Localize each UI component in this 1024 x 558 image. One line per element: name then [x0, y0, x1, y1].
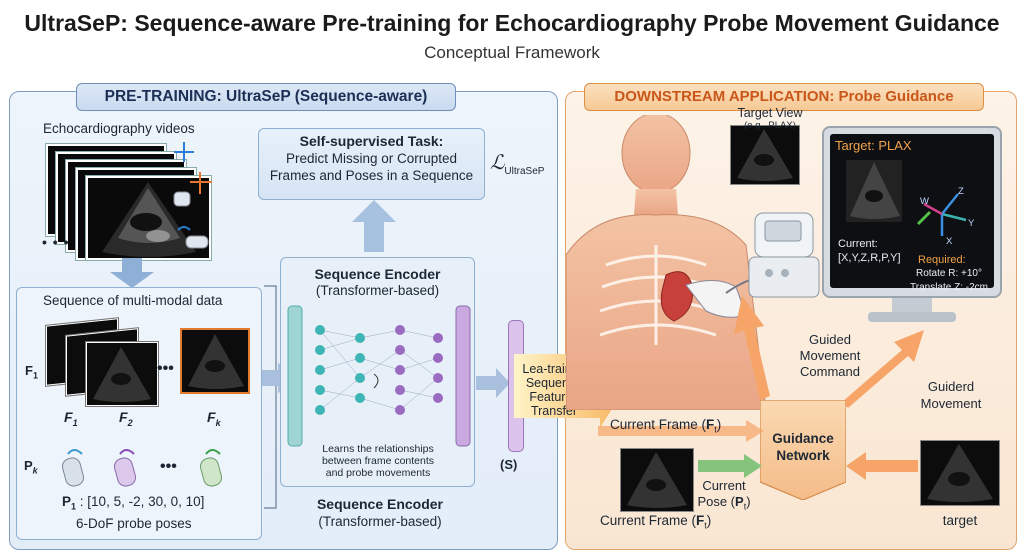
- encoder-title: Sequence Encoder: [314, 266, 441, 282]
- encoder-output-arrow-icon: [476, 368, 510, 398]
- axis-y: Y: [968, 218, 975, 229]
- frames-dots: •••: [157, 360, 174, 377]
- pose-side-label: Pk: [24, 458, 38, 476]
- current-pose-label: Current Pose (Pt): [697, 478, 751, 512]
- guidance-arrows-icon: [734, 296, 924, 408]
- downstream-header: DOWNSTREAM APPLICATION: Probe Guidance: [584, 83, 984, 111]
- axes-icon: [916, 193, 967, 236]
- poses-dots: •••: [160, 458, 177, 475]
- down-arrow-icon: [110, 258, 154, 288]
- frame-side-label: F1: [25, 363, 38, 381]
- monitor-current-label: Current:: [838, 238, 878, 250]
- loss-label: ℒUltraSeP: [490, 150, 545, 177]
- frame-label-2: F2: [119, 409, 133, 428]
- up-arrow-icon: [352, 200, 396, 252]
- transformer-network-icon: [287, 305, 471, 447]
- current-pose-arrow-icon: [698, 454, 762, 478]
- self-supervised-task-box: Self-supervised Task: Predict Missing or…: [258, 128, 485, 200]
- frame-label-k: Fk: [207, 409, 221, 428]
- sequence-label: Sequence of multi-modal data: [43, 293, 223, 308]
- monitor-required-label: Required:: [918, 254, 966, 266]
- current-frame-top-label: Current Frame (Ft): [610, 417, 722, 435]
- guidance-network-label: Guidance Network: [772, 431, 834, 463]
- encoder-subtitle: (Transformer-based): [315, 283, 440, 298]
- guidance-monitor: [822, 126, 1002, 326]
- s-label: (S): [500, 457, 518, 472]
- encoder-bottom-title: Sequence Encoder: [316, 496, 444, 512]
- monitor-rotate: Rotate R: +10°: [916, 268, 982, 279]
- target-view-sub: (e.g., PLAX): [744, 120, 796, 131]
- videos-ellipsis: • • •: [42, 234, 70, 250]
- frame-label-1: F1: [64, 409, 78, 428]
- pretraining-header: PRE-TRAINING: UltraSeP (Sequence-aware): [76, 83, 456, 111]
- probe-poses-icon: [61, 449, 223, 487]
- target-arrow-icon: [846, 452, 918, 480]
- monitor-target-label: Target: PLAX: [835, 138, 912, 153]
- guidance-network-block: [760, 400, 846, 500]
- encoder-bottom-subtitle: (Transformer-based): [318, 514, 442, 529]
- axis-z: Z: [958, 186, 964, 197]
- page-subtitle: Conceptual Framework: [424, 43, 600, 62]
- ultrasound-machine-icon: [748, 212, 820, 298]
- pose-caption: 6-DoF probe poses: [76, 516, 192, 531]
- echo-image-icon: [102, 182, 196, 257]
- frame-sequence-stack: [44, 314, 164, 410]
- target-label: target: [942, 513, 978, 528]
- encoder-note: Learns the relationships between frame c…: [321, 443, 435, 479]
- monitor-echo-image: [846, 160, 902, 222]
- target-image: [920, 440, 1000, 506]
- axis-x: X: [946, 236, 953, 247]
- sequence-encoder-box: [280, 257, 475, 487]
- page-title: UltraSeP: Sequence-aware Pre-training fo…: [24, 10, 1000, 36]
- monitor-translate: Translate Z: -2cm: [910, 282, 988, 293]
- guiderd-movement-label: Guiderd Movement: [920, 379, 982, 411]
- monitor-current-value: [X,Y,Z,R,P,Y]: [838, 252, 901, 264]
- probe-axes-icon: [173, 142, 212, 249]
- guided-command-label: Guided Movement Command: [799, 332, 861, 379]
- video-stack: [40, 140, 230, 260]
- current-frame-image: [620, 448, 694, 512]
- patient-illustration: [566, 115, 791, 410]
- current-frame-arrow-icon: [598, 420, 764, 442]
- target-view-image: [730, 125, 800, 185]
- frame-k-image: [180, 328, 250, 394]
- axis-w: W: [920, 196, 929, 207]
- videos-label: Echocardiography videos: [43, 121, 195, 136]
- current-frame-bottom-label: Current Frame (Ft): [600, 513, 712, 531]
- target-view-label: Target View: [737, 106, 803, 120]
- pose-example: P1 : [10, 5, -2, 30, 0, 10]: [62, 494, 205, 512]
